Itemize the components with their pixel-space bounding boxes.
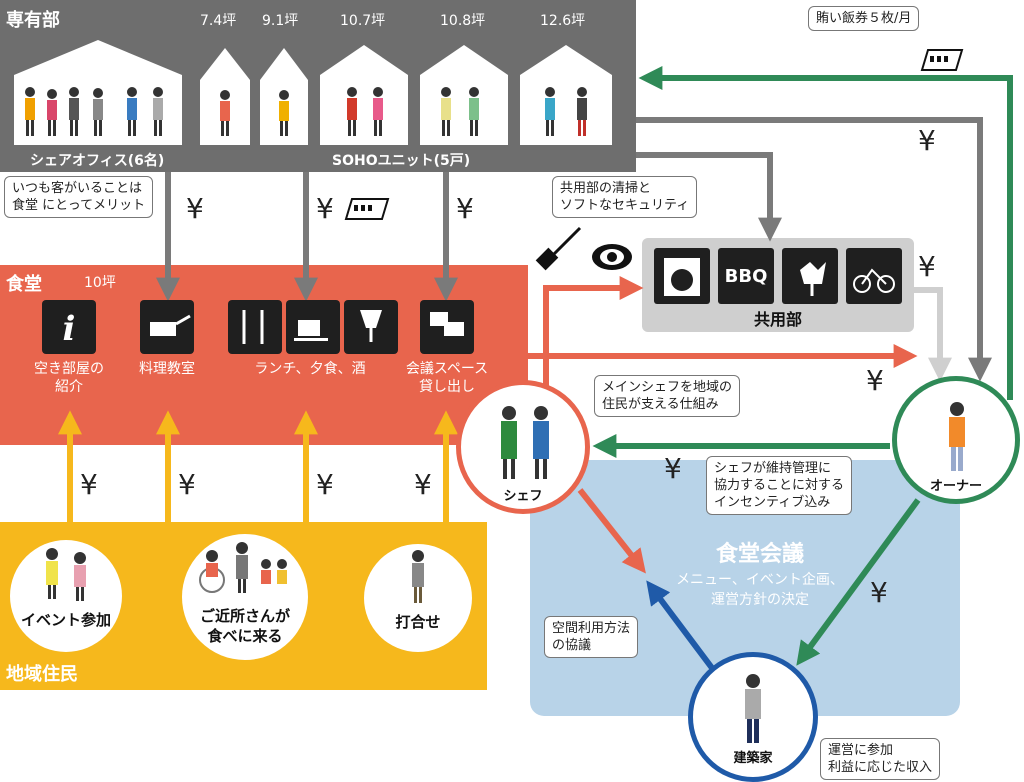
resident-group-event: イベント参加 [10, 540, 122, 652]
common-title: 共用部 [753, 310, 802, 329]
neighbors-figures [199, 542, 287, 593]
cleaning-security-callout: 共用部の清掃と ソフトなセキュリティ [552, 176, 698, 218]
exclusive-title: 専有部 [6, 10, 60, 31]
owner-label: オーナー [929, 479, 982, 494]
ticket-icon [920, 49, 964, 71]
common-to-owner-arrow [914, 287, 952, 382]
owner-figure [949, 402, 965, 471]
resident-group-label: ご近所さんが 食べに来る [199, 607, 290, 645]
architect-node: 建築家 [688, 652, 818, 782]
unit-house-4 [420, 45, 508, 145]
facility-icons [654, 248, 902, 304]
owner-arrows [592, 66, 1013, 666]
yen-mark: ¥ [186, 192, 204, 225]
owner-node: オーナー [892, 376, 1020, 504]
unit-size-3: 10.7坪 [340, 13, 386, 29]
unit-house-5 [520, 45, 612, 145]
resident-group-label: イベント参加 [20, 611, 111, 629]
architect-label: 建築家 [733, 751, 773, 766]
resident-group-meeting: 打合せ [364, 544, 472, 652]
yen-mark: ¥ [870, 576, 888, 609]
chef-figures [501, 406, 549, 479]
resident-group-neighbors: ご近所さんが 食べに来る [182, 534, 308, 660]
yen-mark: ¥ [316, 192, 334, 225]
unit-size-5: 12.6坪 [540, 13, 586, 29]
restaurant-title: 食堂 [6, 274, 42, 295]
svg-text:i: i [63, 309, 76, 349]
restaurant-size: 10坪 [84, 275, 116, 291]
meeting-description: メニュー、イベント企画、 運営方針の決定 [676, 572, 844, 608]
service-label-cooking-class: 料理教室 [139, 361, 195, 377]
yen-mark: ¥ [80, 468, 98, 501]
architect-figure [745, 674, 761, 743]
yen-mark: ¥ [918, 250, 936, 283]
yen-mark: ¥ [456, 192, 474, 225]
brush-icon [535, 226, 582, 271]
space-usage-callout: 空間利用方法 の協議 [544, 616, 639, 658]
soho-label: SOHOユニット(5戸) [332, 153, 471, 169]
meeting-title: 食堂会議 [715, 542, 804, 567]
incentive-callout: シェフが維持管理に 協力することに対する インセンティブ込み [706, 456, 853, 515]
restaurant-arrows [528, 276, 918, 574]
main-chef-callout: メインシェフを地域の 住民が支える仕組み [594, 375, 741, 417]
unit-house-3 [320, 45, 408, 145]
unit-size-2: 9.1坪 [262, 13, 299, 29]
unit-size-1: 7.4坪 [200, 13, 237, 29]
meeting-figure [412, 550, 424, 603]
chef-label: シェフ [503, 489, 543, 504]
yen-mark: ¥ [664, 452, 682, 485]
yen-mark: ¥ [316, 468, 334, 501]
share-office-label: シェアオフィス(6名) [30, 153, 165, 169]
ticket-icon-small [344, 198, 390, 220]
chef-node: シェフ [456, 380, 590, 514]
house-shapes [14, 40, 612, 145]
service-label-vacancy: 空き部屋の 紹介 [34, 361, 104, 395]
always-guests-callout: いつも客がいることは 食堂 にとってメリット [4, 176, 154, 218]
yen-mark: ¥ [414, 468, 432, 501]
meal-ticket-callout: 賄い飯券５枚/月 [808, 6, 920, 31]
eye-icon [592, 244, 632, 270]
residents-title: 地域住民 [6, 664, 78, 685]
service-label-meals: ランチ、夕食、酒 [254, 361, 366, 377]
rent-arrows [156, 117, 992, 382]
resident-group-label: 打合せ [395, 613, 441, 631]
yen-mark: ¥ [178, 468, 196, 501]
bbq-icon: BBQ [724, 265, 768, 287]
service-label-meeting-space: 会議スペース 貸し出し [405, 361, 489, 395]
people-figures [25, 87, 587, 136]
yen-mark: ¥ [866, 364, 884, 397]
resident-arrows [58, 410, 458, 522]
service-icons: i [42, 300, 474, 354]
yen-mark: ¥ [918, 124, 936, 157]
event-figures [46, 548, 86, 601]
unit-size-4: 10.8坪 [440, 13, 486, 29]
architect-income-callout: 運営に参加 利益に応じた収入 [820, 738, 941, 780]
architect-arrow [646, 580, 715, 670]
